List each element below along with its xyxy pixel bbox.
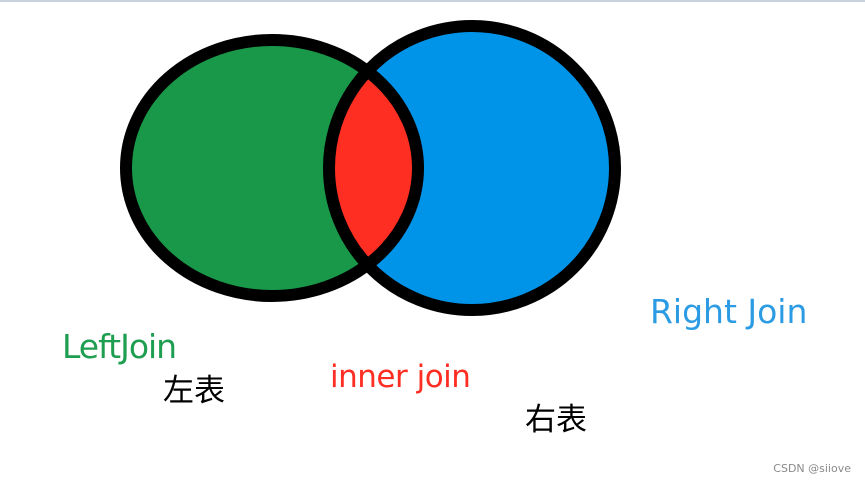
left-table-label: 左表: [163, 373, 225, 409]
right-circle-outline: [323, 20, 621, 316]
left-circle-outline: [120, 34, 424, 302]
inner-join-label: inner join: [330, 359, 471, 395]
top-divider: [0, 0, 865, 2]
watermark: CSDN @siiove: [773, 462, 851, 475]
left-join-label: LeftJoin: [62, 327, 177, 366]
right-table-label: 右表: [525, 402, 587, 438]
right-join-label: Right Join: [650, 292, 808, 331]
